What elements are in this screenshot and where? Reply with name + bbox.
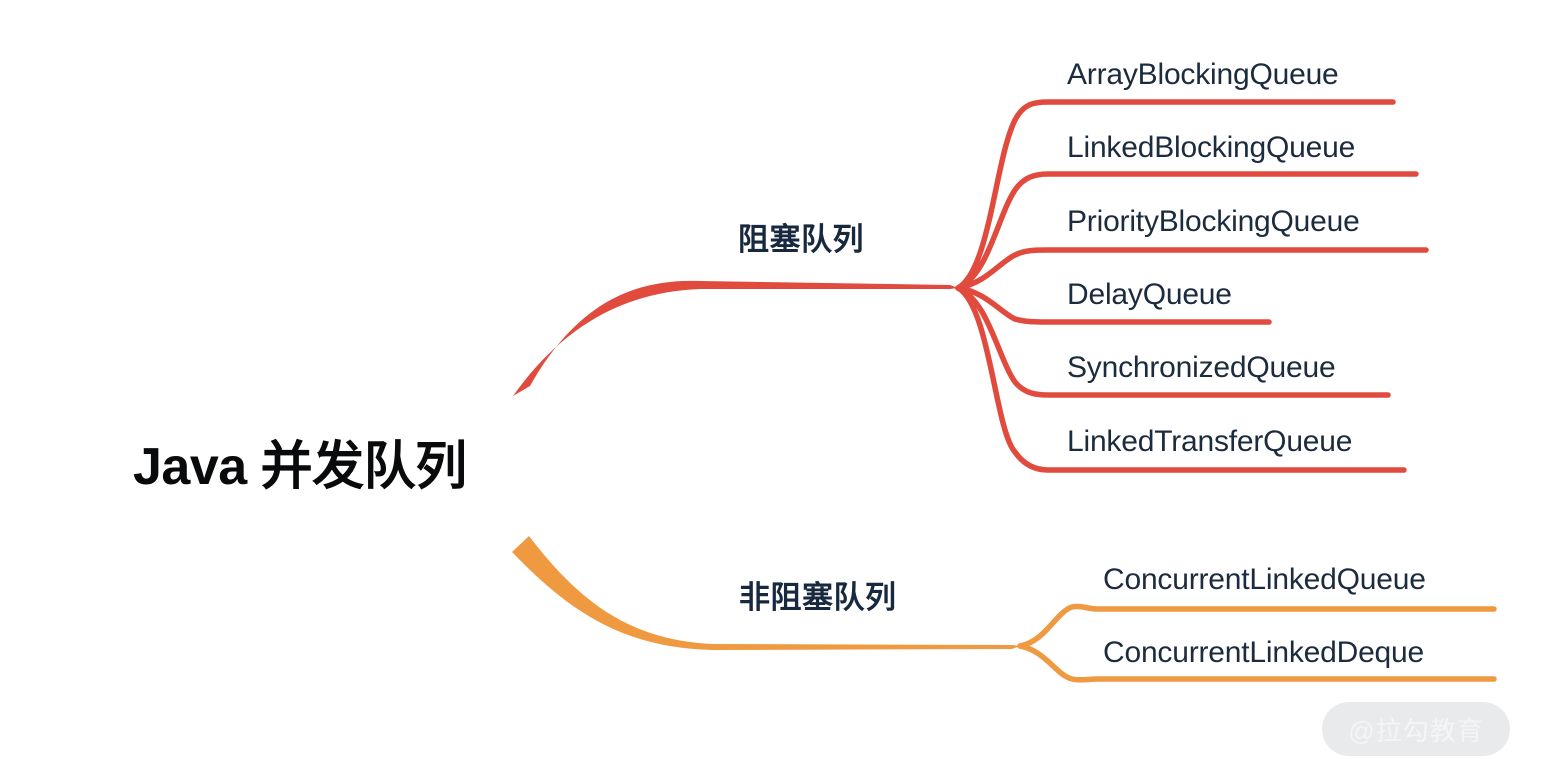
leaf-node-priorityblockingqueue: PriorityBlockingQueue — [1067, 205, 1360, 238]
leaf-node-concurrentlinkedqueue: ConcurrentLinkedQueue — [1103, 563, 1426, 596]
trunk-blocking — [513, 280, 958, 396]
leaf-node-linkedtransferqueue: LinkedTransferQueue — [1067, 425, 1353, 458]
leaf-node-linkedblockingqueue: LinkedBlockingQueue — [1067, 131, 1356, 164]
leaf-node-arrayblockingqueue: ArrayBlockingQueue — [1067, 58, 1339, 91]
leaf-node-synchronizedqueue: SynchronizedQueue — [1067, 351, 1336, 384]
leaf-node-delayqueue: DelayQueue — [1067, 278, 1232, 311]
root-node-title: Java 并发队列 — [133, 438, 467, 496]
wire-arrayblockingqueue — [955, 99, 1396, 291]
watermark-badge: @拉勾教育 — [1322, 702, 1510, 756]
watermark-text: @拉勾教育 — [1348, 715, 1484, 746]
leaf-node-concurrentlinkeddeque: ConcurrentLinkedDeque — [1103, 636, 1425, 669]
branch-label-blocking-queue: 阻塞队列 — [738, 222, 864, 257]
branch-label-nonblocking-queue: 非阻塞队列 — [739, 580, 897, 615]
